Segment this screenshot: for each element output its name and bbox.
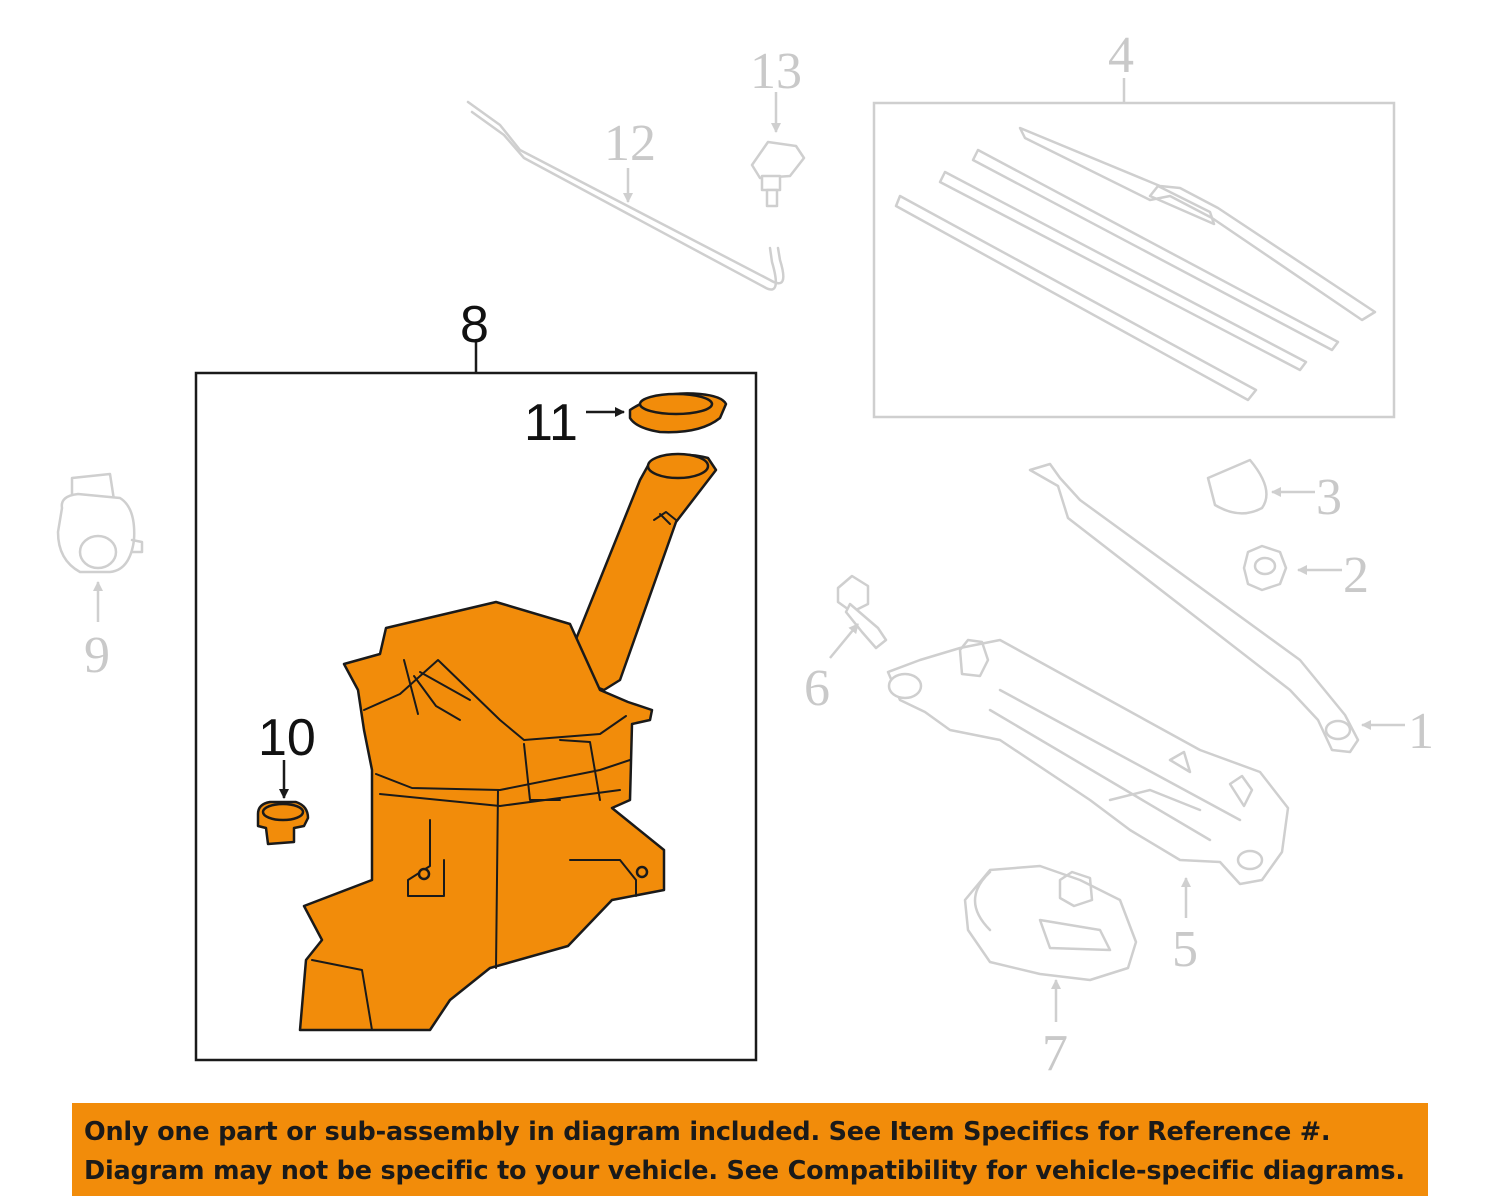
callout-8: 8 [460,296,489,354]
mounting-bolt [836,574,888,650]
callout-6-arrow [829,623,859,659]
disclaimer-line-2: Diagram may not be specific to your vehi… [84,1156,1405,1186]
callout-12: 12 [604,115,656,172]
callout-13: 13 [750,43,802,100]
wiper-linkage [886,638,1290,886]
disclaimer-banner: Only one part or sub-assembly in diagram… [72,1103,1428,1196]
callout-11: 11 [524,394,578,452]
washer-reservoir [298,452,718,1032]
callout-6: 6 [804,660,830,717]
callout-5: 5 [1172,921,1198,978]
disclaimer-line-1: Only one part or sub-assembly in diagram… [84,1117,1331,1147]
washer-hose [466,100,785,291]
callout-10: 10 [258,709,316,767]
callout-1: 1 [1408,703,1434,760]
callout-7: 7 [1042,1025,1068,1082]
pivot-cap [1206,458,1268,515]
callout-9: 9 [84,627,110,684]
pivot-nut [1242,544,1288,592]
wiper-blade-box [872,101,1396,419]
parts-diagram: 12 13 4 1 3 2 6 [56,27,1434,1082]
wiper-motor [963,864,1138,982]
washer-nozzle [750,140,806,208]
washer-pump [56,472,144,574]
wiper-blades [894,126,1377,402]
callout-3: 3 [1316,469,1342,526]
wiper-arm [1028,462,1360,754]
pump-grommet [256,800,310,846]
callout-4: 4 [1108,27,1134,84]
filler-cap [628,392,728,434]
callout-2: 2 [1343,547,1369,604]
